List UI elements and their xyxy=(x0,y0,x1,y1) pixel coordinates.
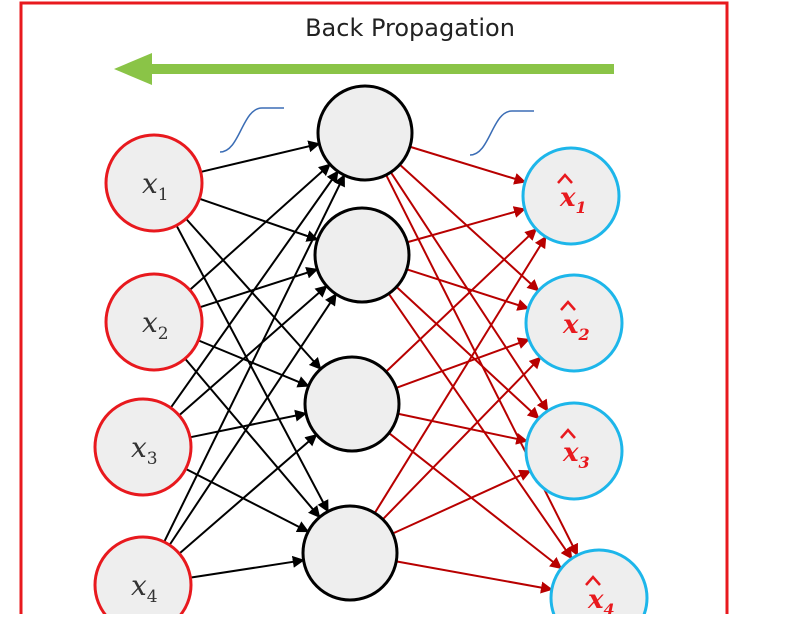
decoder-connection xyxy=(395,337,531,389)
label-base: x xyxy=(559,183,576,213)
encoder-connection xyxy=(178,433,318,555)
decoder-connection xyxy=(392,469,532,535)
back-propagation-arrow xyxy=(114,53,614,85)
encoder-connection xyxy=(175,224,329,513)
input-label-2: x2 xyxy=(142,306,169,344)
hat-accent-icon xyxy=(560,300,576,311)
encoder-activation-curve-icon xyxy=(219,107,284,153)
input-node-3 xyxy=(93,397,193,497)
encoder-connection xyxy=(184,357,321,519)
decoder-activation-curve-icon xyxy=(469,110,534,156)
label-subscript: 3 xyxy=(147,449,158,469)
label-subscript: 1 xyxy=(576,198,587,217)
hat-accent-icon xyxy=(557,173,573,184)
decoder-connection xyxy=(395,286,540,420)
label-base: x xyxy=(131,431,147,464)
hidden-node-1 xyxy=(316,84,414,182)
label-base: x xyxy=(142,167,158,200)
decoder-connection xyxy=(385,228,538,373)
output-node-2 xyxy=(524,273,624,373)
decoder-connection xyxy=(399,163,540,292)
encoder-connection xyxy=(200,140,321,173)
encoder-connection xyxy=(199,197,319,242)
output-node-1 xyxy=(521,146,621,246)
label-base: x xyxy=(131,569,147,602)
label-subscript: 2 xyxy=(158,324,169,344)
label-base: x xyxy=(562,438,579,468)
label-base: x xyxy=(142,306,158,339)
output-label-1: x1 xyxy=(559,183,587,217)
encoder-connection xyxy=(199,267,319,309)
label-base: x xyxy=(562,310,579,340)
hidden-node-3 xyxy=(303,355,401,453)
output-label-4: x4 xyxy=(587,585,615,614)
output-node-3 xyxy=(524,401,624,501)
encoder-connection xyxy=(185,218,322,370)
hat-accent-icon xyxy=(560,428,576,439)
encoder-connection xyxy=(168,293,337,546)
decoder-connection xyxy=(396,560,553,594)
decoder-connection xyxy=(387,293,573,560)
encoder-connection xyxy=(189,163,331,291)
decoder-connection xyxy=(409,145,527,185)
output-label-3: x3 xyxy=(562,438,590,472)
encoder-connection xyxy=(197,339,310,388)
label-subscript: 3 xyxy=(579,453,590,472)
decoder-connection xyxy=(406,268,530,311)
decoder-connection xyxy=(382,356,542,521)
label-base: x xyxy=(587,585,604,614)
input-node-1 xyxy=(104,133,204,233)
encoder-connection xyxy=(178,285,328,417)
input-node-2 xyxy=(104,272,204,372)
input-label-1: x1 xyxy=(142,167,169,205)
decoder-connection xyxy=(397,412,529,445)
output-label-2: x2 xyxy=(562,310,590,344)
hidden-node-4 xyxy=(301,504,399,602)
encoder-connection xyxy=(169,170,339,409)
encoder-connection xyxy=(163,174,346,543)
input-node-4 xyxy=(93,535,193,619)
diagram-title: Back Propagation xyxy=(305,14,515,42)
label-subscript: 2 xyxy=(578,325,590,344)
decoder-connection xyxy=(373,235,547,514)
hidden-node-2 xyxy=(313,206,411,304)
label-subscript: 1 xyxy=(158,185,169,205)
encoder-connection xyxy=(185,467,310,533)
diagram-frame xyxy=(19,1,729,619)
encoder-connection xyxy=(190,555,305,579)
label-subscript: 4 xyxy=(604,600,615,614)
decoder-connection xyxy=(388,432,563,570)
decoder-connection xyxy=(406,206,526,244)
label-subscript: 4 xyxy=(147,587,158,607)
input-label-4: x4 xyxy=(131,569,158,607)
input-label-3: x3 xyxy=(131,431,158,469)
hat-accent-icon xyxy=(585,575,601,586)
